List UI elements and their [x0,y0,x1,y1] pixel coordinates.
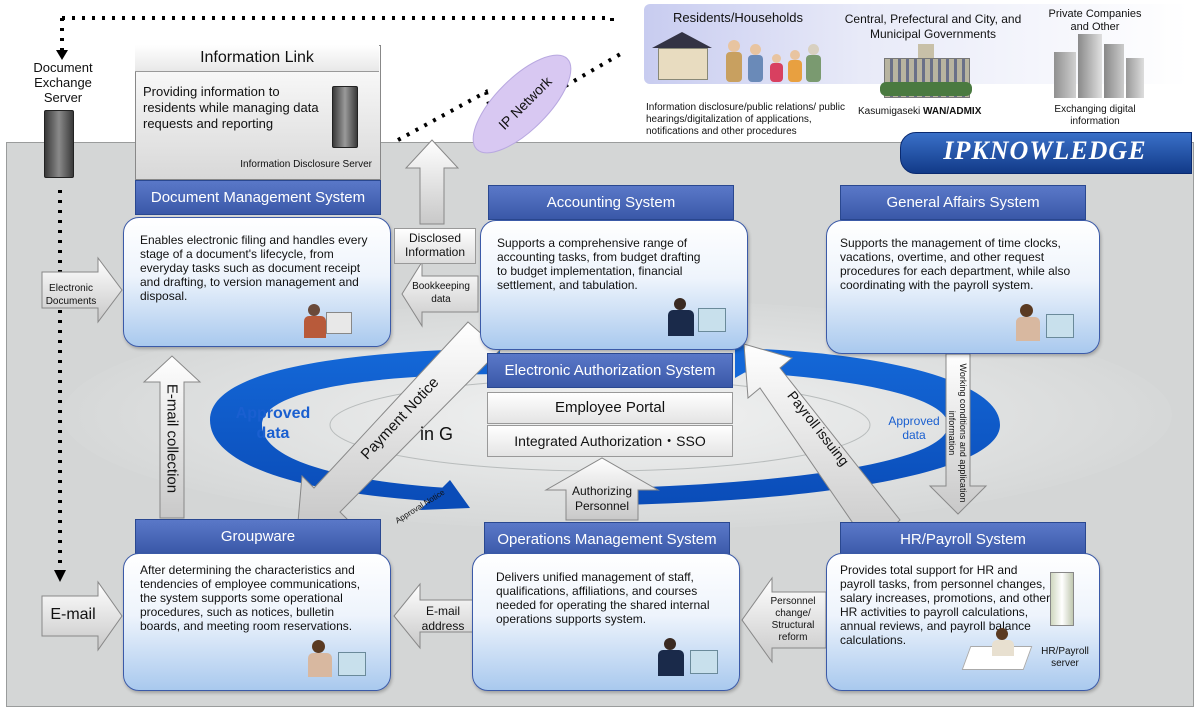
electronic-authorization-title: Electronic Authorization System [487,353,733,388]
bookkeeping-data-label: Bookkeeping data [412,281,470,305]
operations-management-title: Operations Management System [484,522,730,557]
private-companies-title: Private Companies and Other [1048,8,1142,33]
electronic-documents-label: Electronic Documents [45,283,97,307]
general-affairs-title: General Affairs System [840,185,1086,220]
document-management-title: Document Management System [135,180,381,215]
hr-payroll-title: HR/Payroll System [840,522,1086,557]
disclosed-information-label: Disclosed Information [394,228,476,264]
people-icon [724,40,828,84]
residents-desc: Information disclosure/public relations/… [646,102,845,137]
server-icon [332,86,358,148]
woman-at-computer-icon [304,640,368,682]
authorizing-personnel-label: Authorizing Personnel [571,484,633,513]
woman-at-computer-icon [1012,304,1076,344]
approved-data-left-label: Approved data [235,405,311,442]
ip-network-oval [472,54,572,154]
government-wan-label: Kasumigaseki WAN/ADMIX [858,106,1018,117]
government-building-icon [880,44,972,98]
government-wan-bold: WAN/ADMIX [923,106,982,117]
email-address-label: E-mail address [421,604,465,633]
server-icon [1050,572,1074,626]
private-companies-desc: Exchanging digital information [1054,104,1136,127]
groupware-title: Groupware [135,519,381,554]
accounting-title: Accounting System [488,185,734,220]
general-affairs-desc: Supports the management of time clocks, … [840,236,1071,292]
residents-title: Residents/Households [672,10,804,25]
document-management-desc: Enables electronic filing and handles ev… [140,233,368,303]
employee-portal-box: Employee Portal [487,392,733,424]
ipknowledge-logo [900,132,1192,174]
groupware-desc: After determining the characteristics an… [140,563,361,633]
hr-payroll-server-label: HR/Payroll server [1041,646,1089,669]
information-link-title: Information Link [135,45,379,72]
approved-flow-ring [210,348,500,502]
document-exchange-server-label: Document Exchange Server [33,60,93,105]
accounting-desc: Supports a comprehensive range of accoun… [497,236,701,292]
operations-management-desc: Delivers unified management of staff, qu… [496,570,710,626]
information-disclosure-server-label: Information Disclosure Server [240,159,372,170]
person-at-computer-icon [666,298,728,340]
person-at-desk-icon [300,304,354,340]
person-with-documents-icon [961,628,1033,670]
person-at-computer-icon [656,638,720,680]
email-collection-label: E-mail collection [163,383,181,494]
office-buildings-icon [1054,34,1144,98]
government-title: Central, Prefectural and City, and Munic… [844,12,1022,41]
email-label: E-mail [50,606,96,623]
government-wan-prefix: Kasumigaseki [858,106,924,117]
ipknowledge-logo-text: IPKNOWLEDGE [943,136,1147,165]
personnel-change-label: Personnel change/ Structural reform [770,596,816,643]
server-icon [44,110,74,178]
in-g-label: in G [420,424,454,444]
approved-data-right-label: Approved data [888,414,940,442]
integrated-authorization-sso-box: Integrated Authorization・SSO [487,425,733,457]
hr-payroll-desc: Provides total support for HR and payrol… [840,563,1051,647]
information-link-desc: Providing information to residents while… [143,84,319,131]
house-icon [652,32,712,80]
